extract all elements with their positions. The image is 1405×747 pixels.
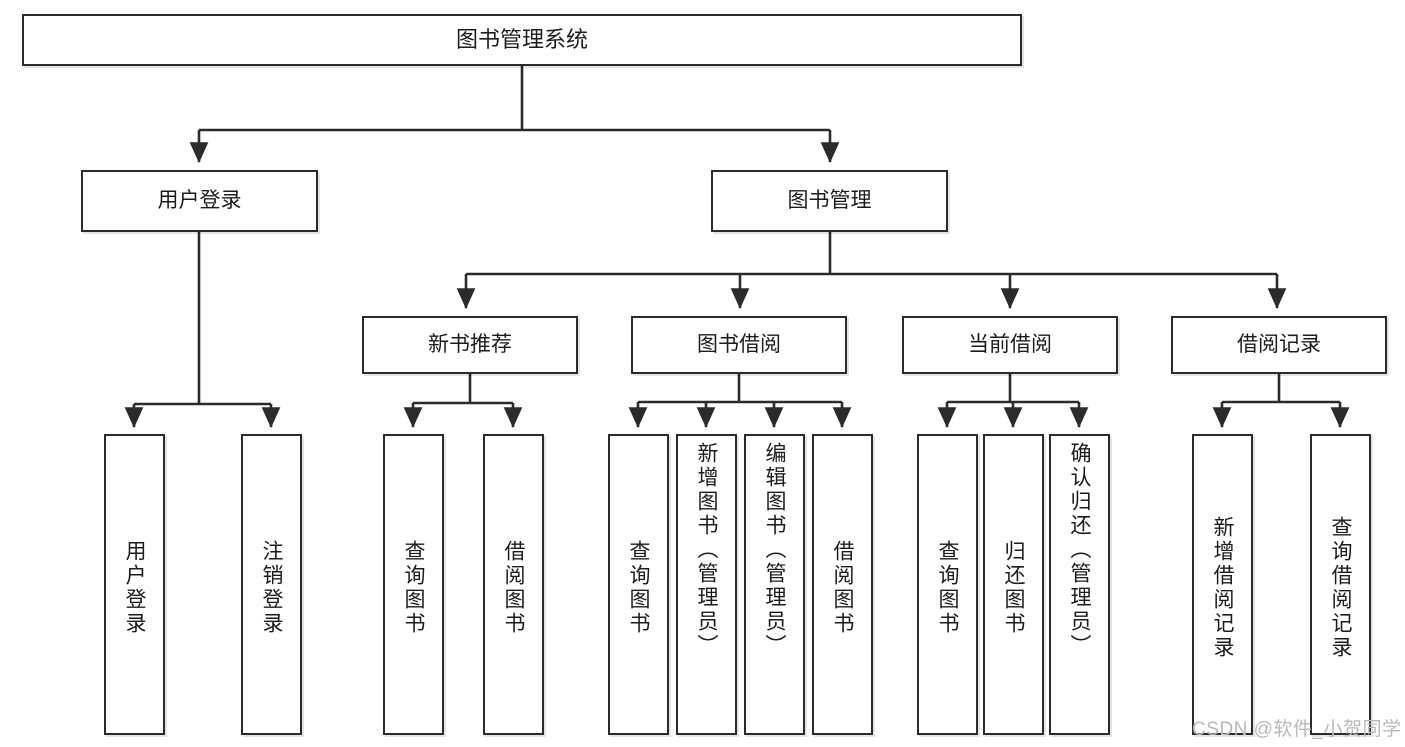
node-book-management[interactable]: 图书管理	[711, 170, 948, 232]
node-user-login[interactable]: 用户登录	[81, 170, 318, 232]
node-label: 查询图书	[402, 539, 425, 636]
node-borrow-record[interactable]: 借阅记录	[1171, 316, 1387, 374]
node-label: 查询图书	[627, 539, 650, 636]
node-label: 注销登录	[260, 539, 283, 636]
node-current-borrow[interactable]: 当前借阅	[902, 316, 1118, 374]
node-label: 归还图书	[1002, 539, 1025, 636]
leaf-book-borrow-query-book[interactable]: 查询图书	[608, 434, 669, 735]
node-label: 图书借阅	[697, 332, 781, 356]
node-new-book-recommend[interactable]: 新书推荐	[362, 316, 578, 374]
leaf-book-borrow-borrow-book[interactable]: 借阅图书	[812, 434, 873, 735]
node-label: 用户登录	[157, 188, 242, 212]
node-label: 借阅图书	[831, 539, 854, 636]
node-label: 当前借阅	[968, 332, 1052, 356]
node-label: 图书管理系统	[455, 26, 588, 52]
node-label: 新书推荐	[428, 332, 512, 356]
leaf-book-borrow-add-book[interactable]: 新增图书（管理员）	[676, 434, 737, 735]
leaf-user-login-logout[interactable]: 注销登录	[241, 434, 302, 735]
node-label: 查询借阅记录	[1329, 515, 1352, 660]
node-label: 确认归还（管理员）	[1068, 442, 1091, 658]
leaf-current-borrow-return-book[interactable]: 归还图书	[983, 434, 1044, 735]
node-label: 新增图书（管理员）	[695, 442, 718, 658]
node-label: 图书管理	[787, 188, 872, 212]
node-label: 新增借阅记录	[1211, 515, 1234, 660]
node-label: 借阅图书	[502, 539, 525, 636]
node-book-borrow[interactable]: 图书借阅	[631, 316, 847, 374]
leaf-book-borrow-edit-book[interactable]: 编辑图书（管理员）	[744, 434, 805, 735]
leaf-new-book-query-book[interactable]: 查询图书	[383, 434, 444, 735]
leaf-new-book-borrow-book[interactable]: 借阅图书	[483, 434, 544, 735]
leaf-borrow-record-add-record[interactable]: 新增借阅记录	[1192, 434, 1253, 735]
leaf-borrow-record-query-record[interactable]: 查询借阅记录	[1310, 434, 1371, 735]
node-root-system[interactable]: 图书管理系统	[22, 14, 1022, 66]
leaf-user-login-login[interactable]: 用户登录	[104, 434, 165, 735]
csdn-watermark: CSDN @软件_小贺同学	[1192, 719, 1402, 740]
node-label: 借阅记录	[1237, 332, 1321, 356]
node-label: 编辑图书（管理员）	[763, 442, 786, 658]
node-label: 用户登录	[123, 539, 146, 636]
leaf-current-borrow-confirm-return[interactable]: 确认归还（管理员）	[1049, 434, 1110, 735]
node-label: 查询图书	[936, 539, 959, 636]
leaf-current-borrow-query-book[interactable]: 查询图书	[917, 434, 978, 735]
